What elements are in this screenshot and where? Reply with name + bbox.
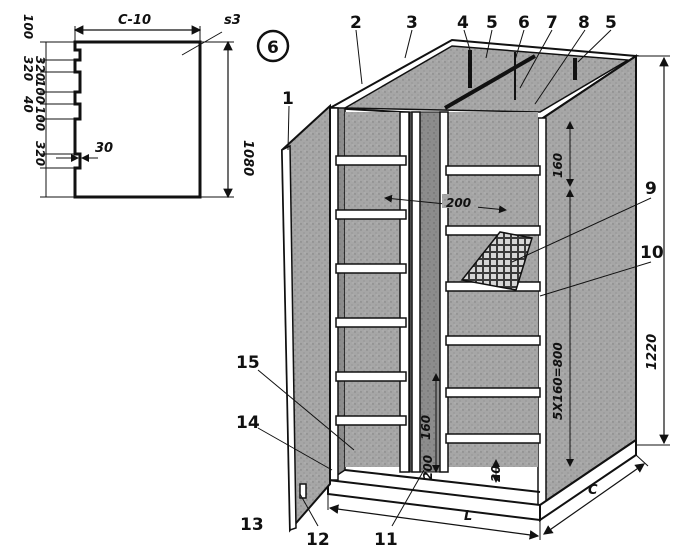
cabinet-right-side <box>539 54 637 507</box>
detail-dim-7: 320 <box>33 141 47 166</box>
callout-14: 14 <box>236 413 260 433</box>
left-shelf-rails <box>335 155 407 426</box>
cabinet-back-wall <box>342 45 631 113</box>
callout-3: 3 <box>406 13 418 33</box>
detail-dim-5: 40 <box>21 95 35 113</box>
callout-1: 1 <box>282 89 294 109</box>
callout-4: 4 <box>457 13 469 33</box>
base-height-label: 200 <box>421 455 435 480</box>
callout-12: 12 <box>306 530 330 550</box>
detail-panel-drawing: C-10 s3 1080 100 320 100 320 40 100 320 <box>21 13 255 199</box>
detail-dim-6: 100 <box>33 106 47 131</box>
detail-dim-2: 320 <box>33 56 47 81</box>
callout-6: 6 <box>518 13 530 33</box>
figure-number-badge: 6 <box>256 29 290 63</box>
callout-15: 15 <box>236 353 260 373</box>
bottom-gap-label: 20 <box>489 465 503 482</box>
detail-height-label: 1080 <box>240 140 255 176</box>
detail-dim-4: 320 <box>21 56 35 81</box>
depth-label: C <box>588 483 598 498</box>
callout-7: 7 <box>546 13 558 33</box>
cabinet-dimensions: 1220 160 5X160=800 200 160 200 20 L C <box>327 55 670 540</box>
lower-height-label: 160 <box>419 415 433 440</box>
detail-dim-3: 100 <box>33 79 47 104</box>
inner-width-label: 200 <box>446 196 471 210</box>
left-compartment-interior <box>345 112 410 467</box>
callout-9: 9 <box>645 179 657 199</box>
callout-2: 2 <box>350 13 362 33</box>
callout-labels: 1 2 3 4 5 6 7 8 5 9 10 11 12 13 14 15 <box>236 13 664 550</box>
callout-5b: 5 <box>605 13 617 33</box>
detail-dim-1: 100 <box>21 14 35 39</box>
callout-13: 13 <box>240 515 264 535</box>
part-callouts <box>257 29 652 527</box>
cabinet-door-edge <box>281 144 297 532</box>
length-label: L <box>464 509 472 524</box>
detail-notch-label: 30 <box>95 141 113 156</box>
detail-width-label: C-10 <box>118 13 151 28</box>
shelf-spacing-label: 160 <box>551 153 565 178</box>
cabinet-height-label: 1220 <box>645 334 660 370</box>
callout-11: 11 <box>374 530 398 550</box>
callout-8: 8 <box>578 13 590 33</box>
detail-panel-outline <box>73 40 202 199</box>
callout-10: 10 <box>640 243 664 263</box>
callout-5a: 5 <box>486 13 498 33</box>
cabinet-front-right-post <box>537 117 547 507</box>
cabinet-illustration <box>280 38 639 533</box>
mesh-tray <box>460 231 533 291</box>
cabinet-base <box>327 478 541 522</box>
detail-thickness-label: s3 <box>224 13 241 28</box>
door-handle <box>299 483 307 499</box>
figure-number: 6 <box>267 38 279 58</box>
shelf-stack-label: 5X160=800 <box>551 342 565 420</box>
